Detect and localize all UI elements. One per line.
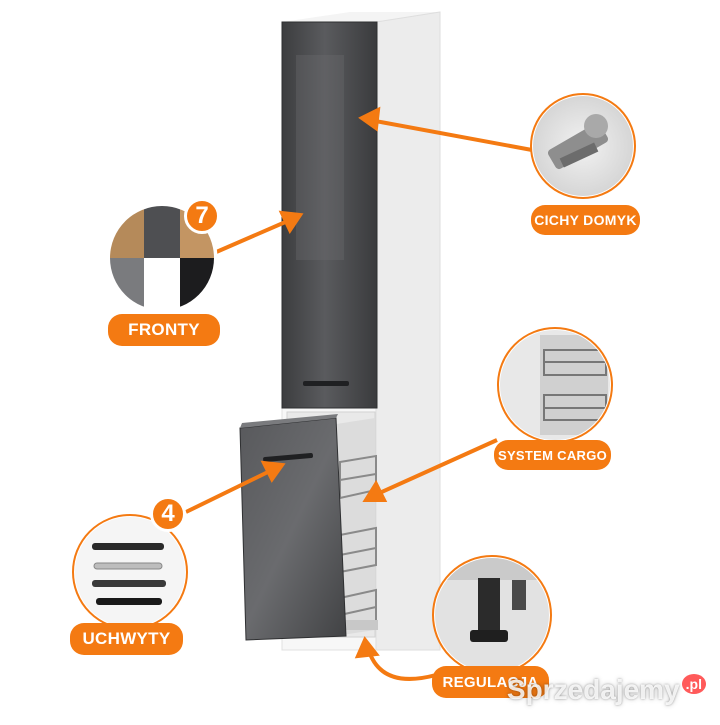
cargo-runner <box>338 620 378 630</box>
pull-out-front <box>239 414 347 641</box>
watermark-logo: Sprzedajemy.pl <box>506 673 706 706</box>
system-cargo-label: SYSTEM CARGO <box>494 440 611 470</box>
cabinet-top <box>282 12 440 22</box>
cabinet-right-panel <box>375 11 441 651</box>
upper-door-handle <box>303 381 349 386</box>
cichy-domyk-label: CICHY DOMYK <box>531 205 640 235</box>
pull-out-handle <box>263 452 313 463</box>
feet-thumbnail <box>432 555 552 675</box>
watermark-text: Sprzedajemy <box>506 674 680 705</box>
uchwyty-count-badge: 4 <box>150 496 186 532</box>
door-reflection <box>296 55 344 260</box>
hinge-thumbnail <box>530 93 636 199</box>
cargo-thumbnail <box>497 327 613 443</box>
handles-thumbnail <box>72 514 188 630</box>
watermark-suffix: .pl <box>681 673 706 694</box>
arrows <box>185 106 533 681</box>
regulacja-label: REGULACJA <box>432 666 549 698</box>
fronty-count-badge: 7 <box>184 198 220 234</box>
fronty-label: FRONTY <box>108 314 220 346</box>
uchwyty-label: UCHWYTY <box>70 623 183 655</box>
pull-out-panel <box>239 417 347 641</box>
